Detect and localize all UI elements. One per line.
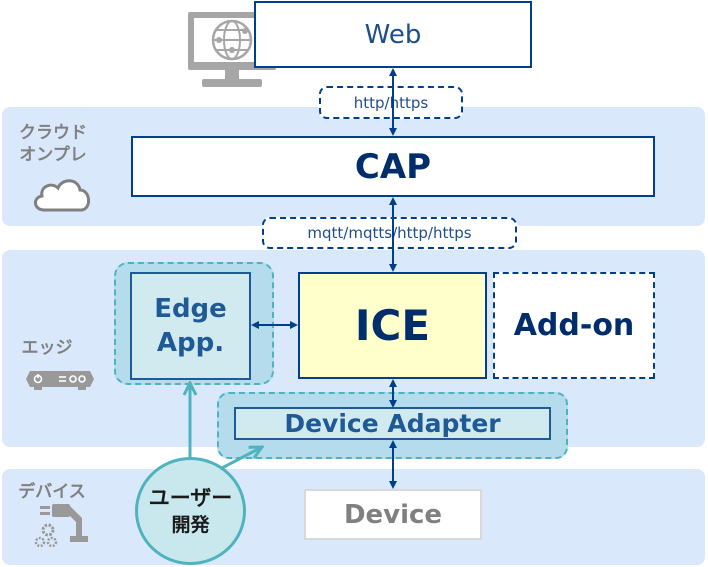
device-label: Device <box>343 499 443 530</box>
cap-label: CAP <box>354 146 432 187</box>
ice-node: ICE <box>298 272 487 379</box>
user-development-circle: ユーザー 開発 <box>135 457 246 565</box>
protocol-cap-ice-label: mqtt/mqtts/http/https <box>307 224 472 242</box>
user-dev-line2: 開発 <box>171 514 210 536</box>
cloud-label-line2: オンプレ <box>19 145 87 165</box>
edge-app-node: Edge App. <box>130 272 251 380</box>
addon-label: Add-on <box>513 308 635 343</box>
protocol-cap-ice: mqtt/mqtts/http/https <box>262 217 517 249</box>
cloud-label-line1: クラウド <box>19 123 87 143</box>
addon-node: Add-on <box>493 272 655 379</box>
user-dev-line1: ユーザー <box>148 486 233 510</box>
gateway-device-icon <box>26 371 94 390</box>
web-node: Web <box>254 1 532 68</box>
device-adapter-node: Device Adapter <box>234 407 551 440</box>
edge-layer-label: エッジ <box>21 338 73 358</box>
device-adapter-label: Device Adapter <box>284 409 501 438</box>
cloud-layer-label: クラウド オンプレ <box>14 122 92 166</box>
cloud-icon <box>34 179 90 212</box>
web-label: Web <box>364 19 422 50</box>
protocol-web-cap-label: http/https <box>353 93 429 112</box>
robot-arm-gears-icon <box>34 504 88 548</box>
cap-node: CAP <box>131 136 655 197</box>
protocol-web-cap: http/https <box>319 86 463 119</box>
ice-label: ICE <box>354 301 431 350</box>
device-layer-label: デバイス <box>18 482 86 502</box>
device-node: Device <box>304 489 482 540</box>
edge-app-label-line2: App. <box>156 328 225 358</box>
edge-app-label-line1: Edge <box>154 294 227 324</box>
